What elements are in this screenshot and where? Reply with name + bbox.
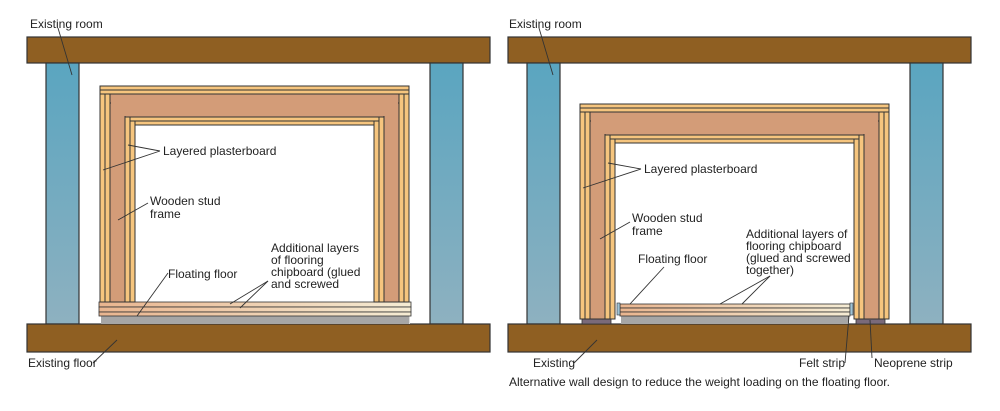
caption: Alternative wall design to reduce the we… [509,375,890,389]
left-ceiling-slab [26,36,491,64]
left-inner-room-frame [99,85,410,303]
left-diagram: Existing room Layered plasterboard Woode… [26,17,491,370]
right-felt-strip-right [849,302,854,316]
right-ceiling-slab [507,36,972,64]
label-chipboard-2: of flooring [271,253,324,267]
right-floating-floor [619,303,851,317]
left-leader-lines [57,27,269,364]
right-existing-wall-right [909,62,944,325]
right-felt-strip-left [616,302,621,316]
label-wooden-stud-frame-1: Wooden stud [150,194,221,208]
resilient-layer-bg [621,316,849,324]
label-wooden-stud-frame-2: frame [150,207,181,221]
label-wooden-stud-frame-2-alt: frame [632,224,663,238]
left-floating-floor [98,301,412,317]
right-leader-lines [538,27,873,364]
right-existing-wall-left [526,62,561,325]
right-floor-slab [507,323,972,353]
label-existing-room: Existing room [30,17,103,31]
resilient-layer-bg [101,316,410,324]
label-existing-alt: Existing [533,356,575,370]
label-existing-floor: Existing floor [28,356,97,370]
right-labels: Existing room Layered plasterboard Woode… [509,17,953,389]
label-chipboard-1: Additional layers [271,241,359,255]
left-existing-wall-right [429,62,464,325]
label-existing-room-alt: Existing room [509,17,582,31]
label-neoprene-strip: Neoprene strip [874,356,953,370]
label-chipboard-4-alt: together) [746,263,794,277]
left-resilient-layer [101,316,410,324]
label-chipboard-1-alt: Additional layers of [746,227,848,241]
left-floor-slab [26,323,491,353]
label-floating-floor: Floating floor [168,267,237,281]
label-chipboard-4: and screwed [271,277,339,291]
left-labels: Existing room Layered plasterboard Woode… [28,17,360,370]
label-layered-plasterboard: Layered plasterboard [163,144,276,158]
right-diagram: Existing room Layered plasterboard Woode… [507,17,972,389]
label-wooden-stud-frame-1-alt: Wooden stud [632,211,703,225]
label-chipboard-2-alt: flooring chipboard [746,239,841,253]
right-inner-room-frame [579,103,890,320]
label-felt-strip: Felt strip [799,356,845,370]
label-chipboard-3-alt: (glued and screwed [746,251,851,265]
label-chipboard-3: chipboard (glued [271,265,360,279]
right-neoprene-strip-left [581,318,612,325]
right-resilient-layer [621,316,849,324]
left-existing-wall-left [45,62,80,325]
label-floating-floor-alt: Floating floor [638,252,707,266]
label-layered-plasterboard-alt: Layered plasterboard [644,162,757,176]
